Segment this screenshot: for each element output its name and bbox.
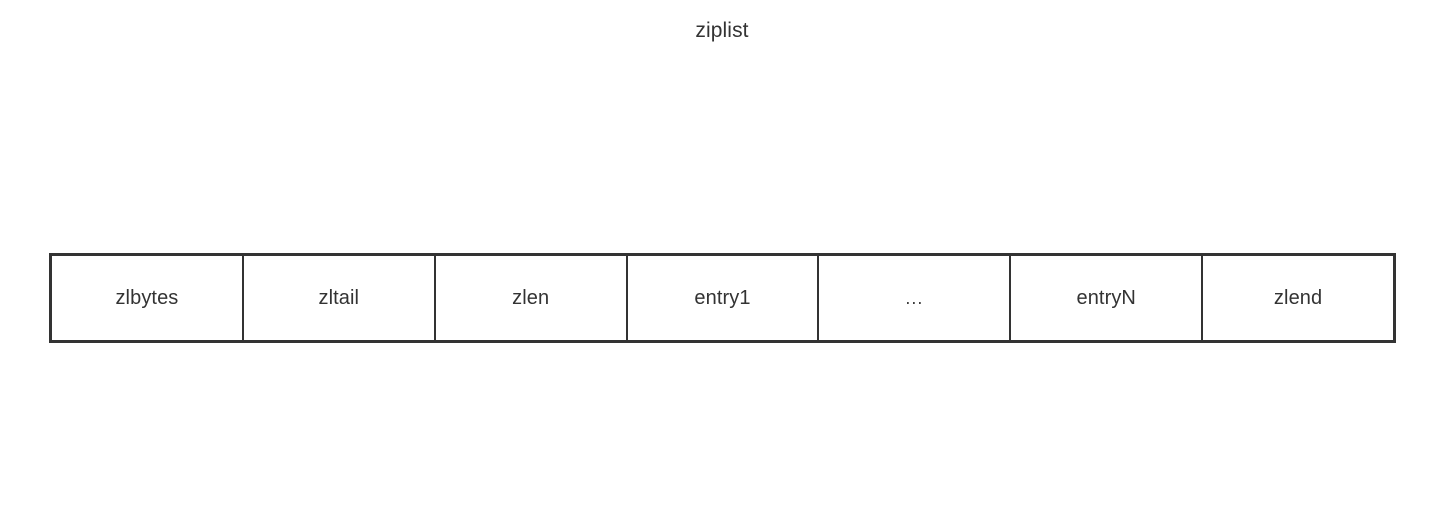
- cell-label: zltail: [318, 287, 360, 309]
- struct-cell-zlend: zlend: [1203, 256, 1394, 340]
- cell-label: entry1: [694, 287, 751, 309]
- cell-label: ...: [905, 288, 924, 308]
- struct-cell-zlbytes: zlbytes: [52, 256, 244, 340]
- struct-cell-zlen: zlen: [435, 256, 628, 340]
- struct-cell-ellipsis: ...: [819, 256, 1012, 340]
- struct-cell-zltail: zltail: [243, 256, 436, 340]
- cell-label: entryN: [1076, 287, 1136, 309]
- cell-label: zlend: [1273, 287, 1323, 309]
- page-title: ziplist: [695, 19, 749, 42]
- struct-cell-entry1: entry1: [627, 256, 820, 340]
- cell-label: zlbytes: [115, 287, 179, 309]
- ziplist-structure-table: zlbytes zltail zlen entry1 ... entryN zl…: [49, 253, 1396, 343]
- struct-cell-entryn: entryN: [1011, 256, 1204, 340]
- cell-label: zlen: [512, 287, 550, 309]
